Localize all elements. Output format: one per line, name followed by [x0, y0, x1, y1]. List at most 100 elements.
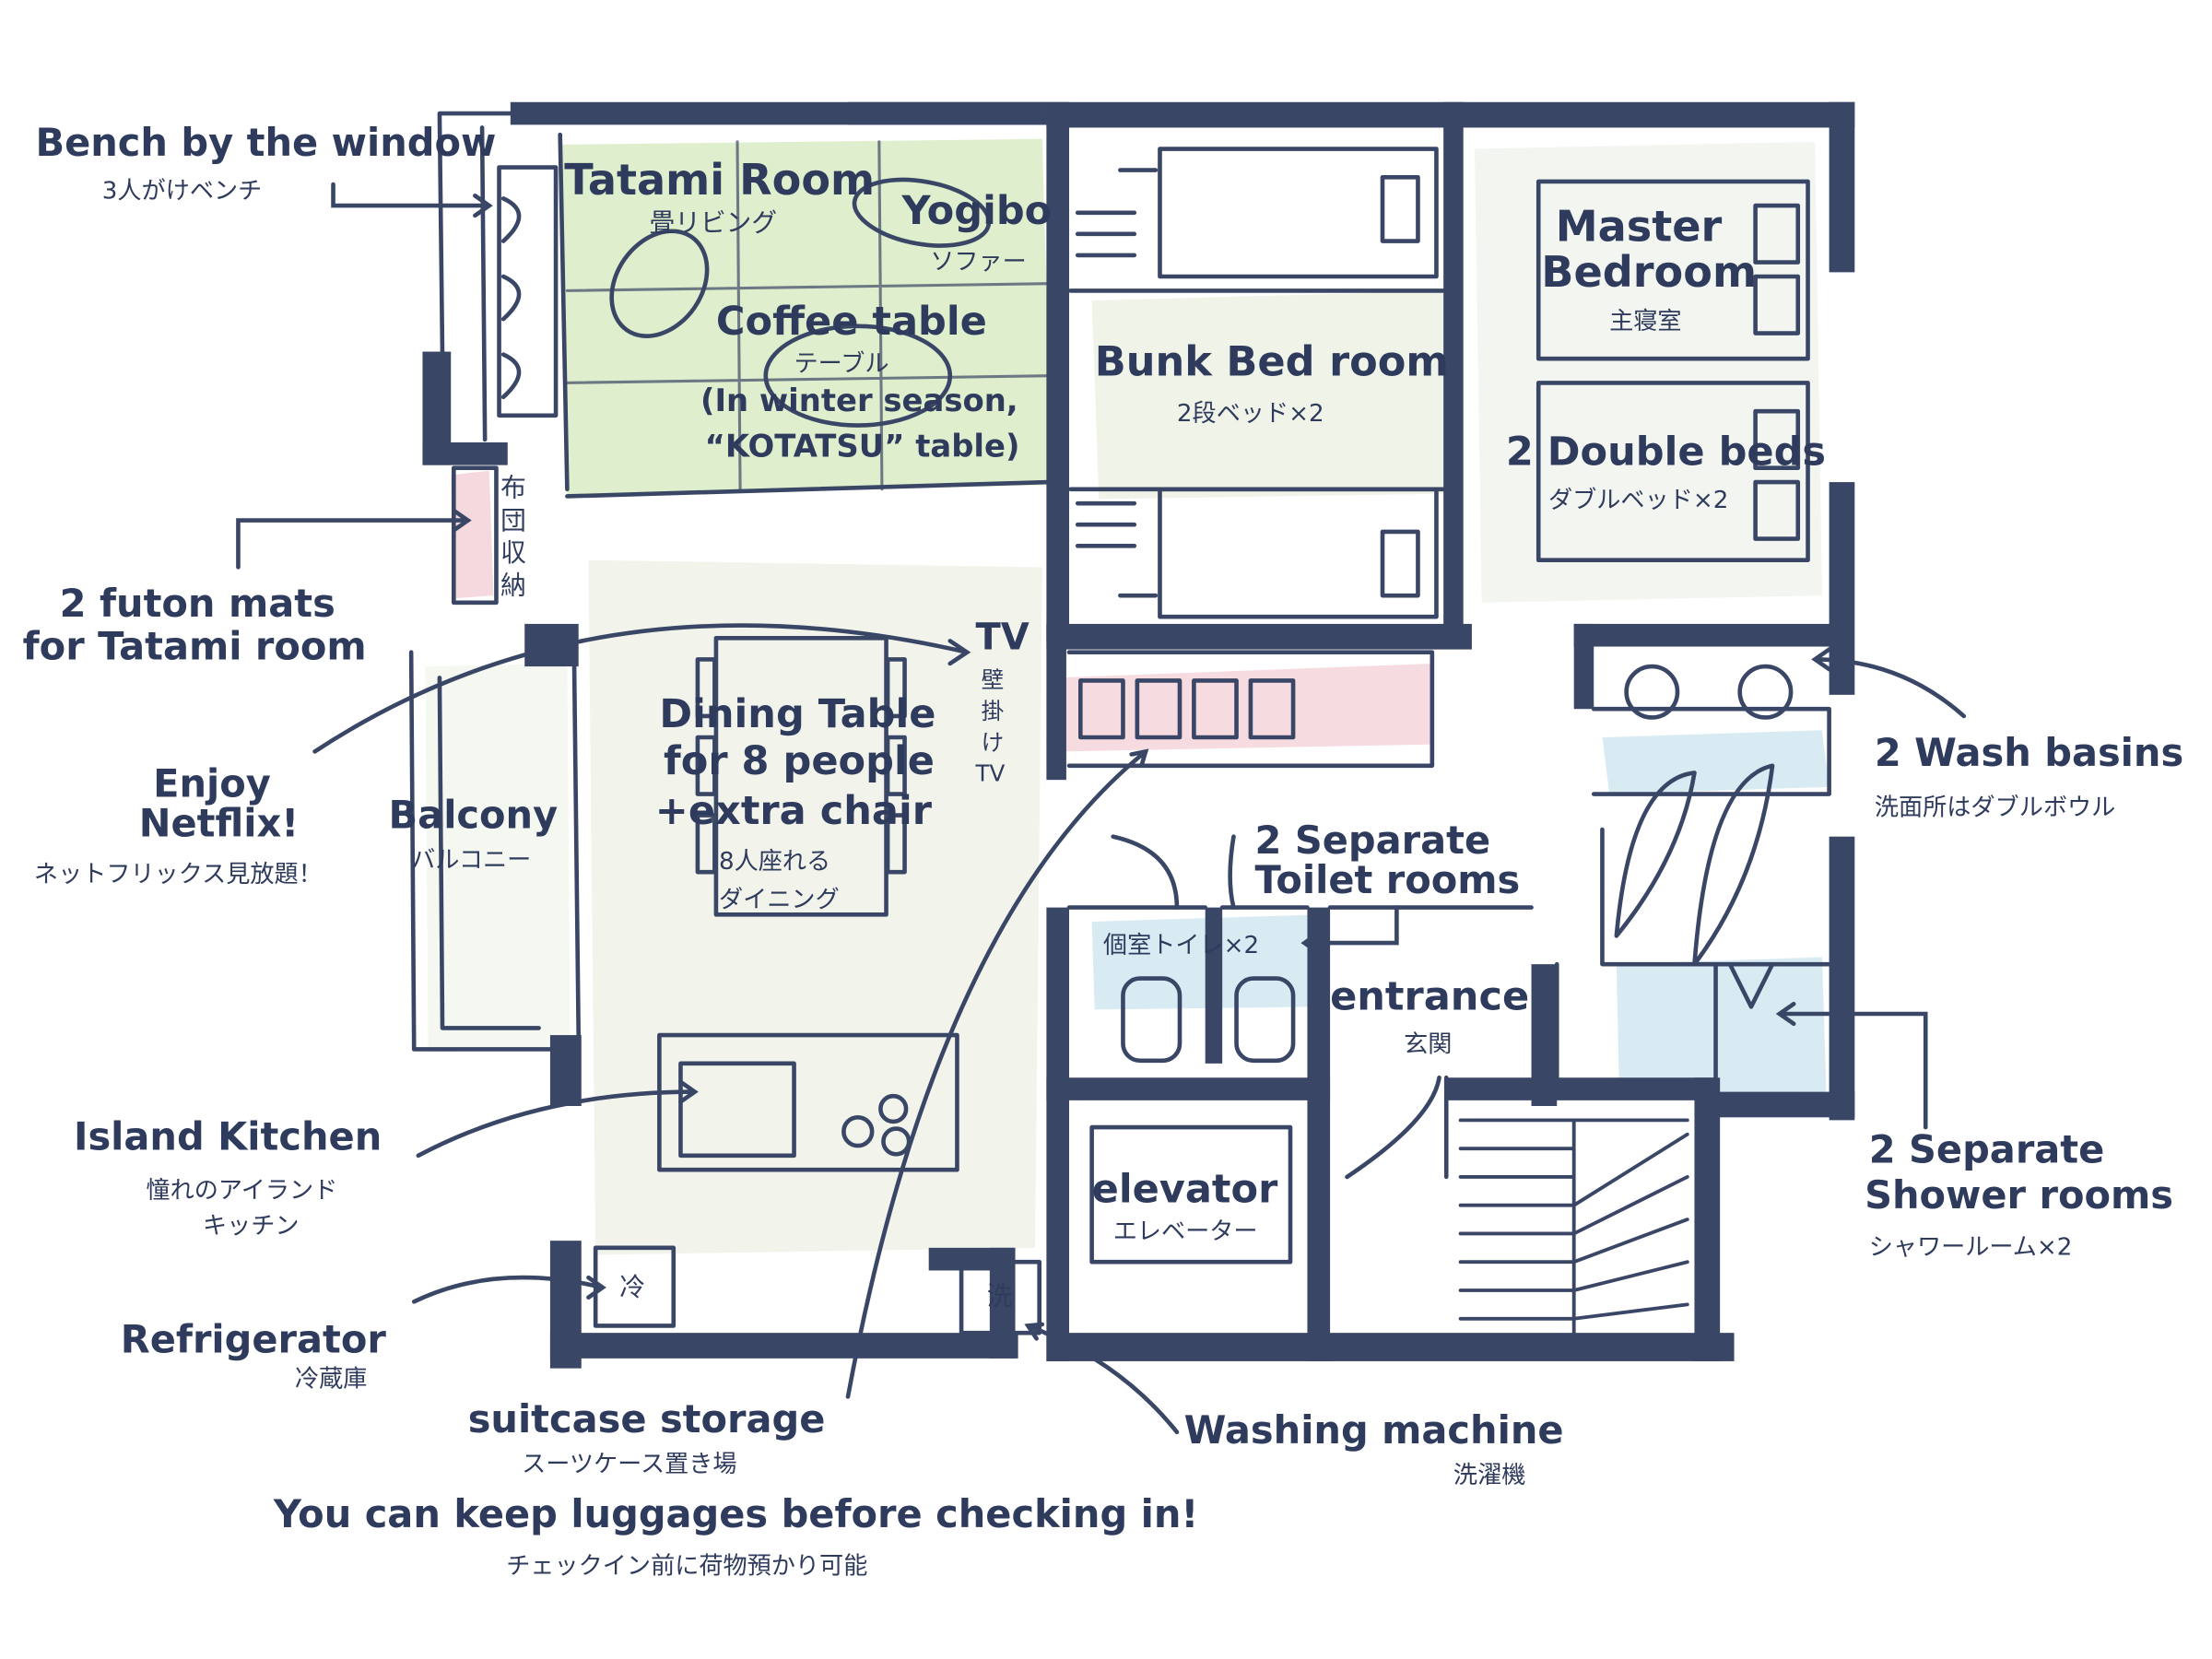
- coffee-note-1: (In winter season,: [700, 382, 1018, 418]
- futon-label-2: for Tatami room: [23, 623, 367, 668]
- wall-tv-left: [1046, 623, 1066, 781]
- coffee-note-2: “KOTATSU” table): [705, 428, 1020, 464]
- master-wash: [1475, 141, 1822, 603]
- wall-elevator-top: [1046, 1077, 1331, 1100]
- wall-bottom-left: [549, 1333, 1018, 1359]
- wall-elevator-left: [1046, 907, 1069, 1361]
- tv-label: TV: [975, 617, 1029, 659]
- wall-top-mid: [848, 101, 1047, 125]
- callout-arrows: [236, 182, 1967, 1435]
- entrance-jp: 玄関: [1404, 1031, 1452, 1059]
- fridge-jp: 冷蔵庫: [295, 1366, 367, 1394]
- wall-bunk-right: [1443, 101, 1464, 641]
- arrow-toilet: [1300, 905, 1399, 956]
- thin-lines: [408, 111, 1831, 1094]
- wall-bunk-left: [1046, 101, 1069, 641]
- wall-basin-top: [1573, 623, 1843, 647]
- arrow-futon: [236, 508, 472, 570]
- futon-storage-c1: 布: [500, 472, 526, 502]
- master-label-2: Bedroom: [1541, 247, 1757, 297]
- wash-basins: [1624, 664, 1794, 720]
- bunk-jp: 2段ベッド×2: [1177, 400, 1324, 428]
- shower-curtains: [1614, 763, 1775, 1009]
- arrow-kitchen: [416, 1079, 699, 1159]
- elevator-car: [1089, 1124, 1293, 1265]
- balcony-jp: バルコニー: [411, 847, 531, 875]
- wall-elevator-right: [1307, 907, 1331, 1361]
- elevator-label: elevator: [1092, 1167, 1278, 1213]
- futon-label-1: 2 futon mats: [60, 581, 335, 626]
- balcony-wash: [425, 664, 571, 1053]
- futon-storage-box: [452, 465, 499, 606]
- arrow-shower: [1775, 1001, 1928, 1130]
- yogibo-jp: ソファー: [930, 248, 1027, 276]
- wall-washer-side: [989, 1247, 1016, 1359]
- suitcase-label: suitcase storage: [468, 1396, 826, 1441]
- toilets: [1111, 834, 1296, 1064]
- wall-toilet-divider: [1205, 907, 1223, 1064]
- dining-label-1: Dining Table: [659, 691, 935, 737]
- netflix-label-1: Enjoy: [153, 761, 271, 806]
- kitchen-jp-2: キッチン: [203, 1212, 300, 1240]
- bunk-label: Bunk Bed room: [1095, 338, 1449, 386]
- luggage-label: You can keep luggages before checking in…: [273, 1491, 1198, 1536]
- tv-c1: 壁: [982, 666, 1005, 693]
- wall-kitchen-left: [549, 1035, 582, 1106]
- tv-c3: け: [982, 729, 1005, 756]
- walls: [422, 101, 1855, 1369]
- dining-label-2: for 8 people: [664, 738, 935, 784]
- arrow-washbasin: [1811, 647, 1967, 719]
- wall-basin-left: [1573, 623, 1594, 710]
- dining-table-furniture: [695, 636, 907, 917]
- wash-basins-label: 2 Wash basins: [1875, 730, 2183, 775]
- coffee-label: Coffee table: [716, 299, 987, 345]
- washing-label: Washing machine: [1184, 1407, 1564, 1453]
- washer-box: [959, 1259, 1041, 1335]
- bench-label: Bench by the window: [35, 120, 496, 165]
- coffee-table: [763, 324, 953, 428]
- wall-right-top: [1829, 101, 1855, 273]
- kitchen-label: Island Kitchen: [74, 1114, 382, 1159]
- wall-left-corner: [422, 442, 508, 465]
- wash-basins-jp: 洗面所はダブルボウル: [1875, 794, 2115, 822]
- dining-jp-1: 8人座れる: [719, 848, 830, 876]
- yogibo-label: Yogibo: [900, 188, 1052, 234]
- entrance-door: [1345, 1075, 1449, 1180]
- showers-label-2: Shower rooms: [1865, 1172, 2173, 1218]
- balcony-label: Balcony: [389, 792, 559, 837]
- kitchen-jp-1: 憧れのアイランド: [146, 1177, 337, 1205]
- tatami-label: Tatami Room: [564, 155, 875, 205]
- bunk-wash: [1091, 290, 1461, 500]
- yogibo-cushion-left: [609, 229, 710, 338]
- shower-wash: [1616, 957, 1827, 1095]
- toilets-label-2: Toilet rooms: [1255, 857, 1521, 902]
- wall-shower-bottom: [1701, 1091, 1855, 1118]
- wall-bottom-right: [1046, 1333, 1735, 1361]
- wall-tv-top: [1046, 623, 1472, 650]
- dining-jp-2: ダイニング: [719, 887, 840, 914]
- labels: Bench by the window 3人がけベンチ Tatami Room …: [23, 120, 2184, 1580]
- entrance-label: entrance: [1330, 973, 1529, 1019]
- furniture: [452, 140, 1810, 1335]
- tv-c2: 掛: [982, 698, 1005, 724]
- master-jp: 主寝室: [1609, 308, 1681, 335]
- tatami-grid: [565, 140, 1051, 491]
- dining-label-3: +extra chair: [655, 788, 933, 834]
- wall-entrance-right: [1531, 964, 1558, 1106]
- wall-stair-top: [1446, 1077, 1716, 1100]
- wall-stair-right: [1694, 1077, 1721, 1361]
- island-kitchen: [657, 1032, 959, 1172]
- bench-jp: 3人がけベンチ: [102, 177, 262, 205]
- luggage-jp: チェックイン前に荷物預かり可能: [506, 1553, 867, 1581]
- arrow-netflix: [312, 623, 971, 754]
- futon-storage-wash: [451, 470, 494, 599]
- stairs: [1458, 1118, 1689, 1335]
- toilets-label-1: 2 Separate: [1255, 818, 1491, 863]
- room-washes: [425, 138, 1830, 1255]
- netflix-label-2: Netflix!: [139, 801, 299, 846]
- arrow-suitcase: [845, 748, 1149, 1399]
- netflix-jp: ネットフリックス見放題！: [34, 861, 323, 888]
- suitcase-jp: スーツケース置き場: [522, 1451, 736, 1478]
- arrow-washer: [1024, 1322, 1180, 1435]
- fridge-label: Refrigerator: [121, 1317, 387, 1362]
